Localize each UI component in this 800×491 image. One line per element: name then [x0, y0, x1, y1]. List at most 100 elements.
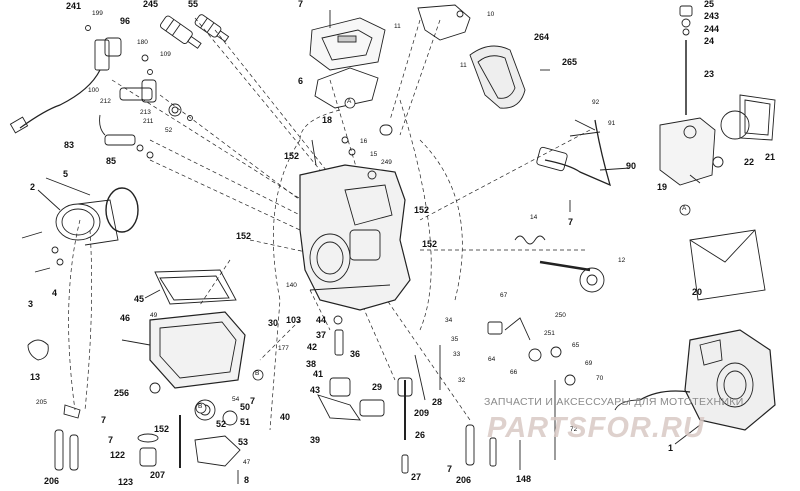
part-label-96: 96	[120, 16, 131, 26]
part-label-55: 55	[188, 0, 199, 9]
part-label-180: 180	[137, 39, 148, 46]
part-label-205: 205	[36, 399, 47, 406]
part-label-250: 250	[555, 312, 566, 319]
part-label-7e: 7	[108, 435, 114, 445]
part-label-44: 44	[316, 315, 327, 325]
part-label-7d: 7	[250, 396, 256, 406]
part-label-66: 66	[510, 369, 518, 376]
part-label-52a: 52	[165, 127, 173, 134]
part-label-103: 103	[286, 315, 302, 325]
part-label-2: 2	[30, 182, 36, 192]
part-label-72: 72	[570, 426, 578, 433]
part-label-30: 30	[268, 318, 279, 328]
watermark-caption: ЗАПЧАСТИ И АКСЕССУАРЫ ДЛЯ МОТОТЕХНИКИ	[484, 396, 744, 408]
part-label-65: 65	[572, 342, 580, 349]
part-label-123: 123	[118, 477, 134, 487]
part-label-67: 67	[500, 292, 508, 299]
part-label-15: 15	[370, 151, 378, 158]
part-label-40: 40	[280, 412, 291, 422]
part-label-7b: 7	[568, 217, 574, 227]
part-label-91: 91	[608, 120, 616, 127]
part-label-70: 70	[596, 375, 604, 382]
part-label-4: 4	[52, 288, 58, 298]
part-label-46: 46	[120, 313, 131, 323]
part-label-206b: 206	[456, 475, 472, 485]
part-label-16: 16	[360, 138, 368, 145]
part-label-39: 39	[310, 435, 321, 445]
part-label-45: 45	[134, 294, 145, 304]
part-label-264: 264	[534, 32, 550, 42]
part-label-22: 22	[744, 157, 755, 167]
part-label-26: 26	[415, 430, 426, 440]
part-label-11a: 11	[394, 23, 401, 30]
part-label-51: 51	[240, 417, 251, 427]
part-label-244: 244	[704, 24, 720, 34]
part-label-1: 1	[668, 443, 674, 453]
part-label-50: 50	[240, 402, 251, 412]
part-label-241: 241	[66, 1, 82, 11]
part-label-209: 209	[414, 408, 430, 418]
part-label-83: 83	[64, 140, 75, 150]
part-label-54: 54	[232, 396, 240, 403]
part-label-14: 14	[530, 214, 538, 221]
part-label-100: 100	[88, 87, 99, 94]
part-label-207: 207	[150, 470, 166, 480]
part-label-24: 24	[704, 36, 715, 46]
part-label-43: 43	[310, 385, 321, 395]
part-label-211: 211	[143, 118, 154, 125]
part-label-251: 251	[544, 330, 555, 337]
part-label-148: 148	[516, 474, 532, 484]
part-label-42: 42	[307, 342, 318, 352]
part-label-28: 28	[432, 397, 443, 407]
part-label-38: 38	[306, 359, 317, 369]
part-label-7f: 7	[447, 464, 453, 474]
part-label-B1: B	[198, 403, 203, 410]
part-label-7c: 7	[101, 415, 107, 425]
part-label-29: 29	[372, 382, 383, 392]
part-label-49: 49	[150, 312, 158, 319]
part-label-90: 90	[626, 161, 637, 171]
part-label-85: 85	[106, 156, 117, 166]
part-label-122: 122	[110, 450, 126, 460]
part-label-19: 19	[657, 182, 668, 192]
part-label-36: 36	[350, 349, 361, 359]
part-label-265: 265	[562, 57, 578, 67]
part-label-6: 6	[298, 76, 304, 86]
part-label-152e: 152	[154, 424, 170, 434]
part-label-256: 256	[114, 388, 130, 398]
part-label-34: 34	[445, 317, 453, 324]
part-label-A1: A	[347, 98, 352, 105]
part-label-10: 10	[487, 11, 495, 18]
part-label-20: 20	[692, 287, 703, 297]
part-label-64: 64	[488, 356, 496, 363]
part-label-3: 3	[28, 299, 34, 309]
part-label-69: 69	[585, 360, 593, 367]
part-label-35: 35	[451, 336, 459, 343]
part-label-206a: 206	[44, 476, 60, 486]
part-label-53: 53	[238, 437, 249, 447]
watermark-logo: PARTSFOR.RU	[487, 412, 705, 444]
part-label-23: 23	[704, 69, 715, 79]
part-label-245: 245	[143, 0, 159, 9]
part-label-212: 212	[100, 98, 111, 105]
part-label-8: 8	[244, 475, 250, 485]
part-label-92: 92	[592, 99, 600, 106]
part-label-7a: 7	[298, 0, 304, 9]
part-label-47: 47	[243, 459, 251, 466]
part-label-243: 243	[704, 11, 720, 21]
part-label-A2: A	[682, 205, 687, 212]
part-label-25: 25	[704, 0, 715, 9]
part-label-12: 12	[618, 257, 626, 264]
part-label-52b: 52	[216, 419, 227, 429]
part-label-249: 249	[381, 159, 392, 166]
part-label-152a: 152	[284, 151, 300, 161]
part-label-B2: B	[255, 370, 260, 377]
part-label-21: 21	[765, 152, 776, 162]
part-label-27: 27	[411, 472, 422, 482]
part-label-152b: 152	[236, 231, 252, 241]
part-label-140: 140	[286, 282, 297, 289]
part-label-18: 18	[322, 115, 333, 125]
part-label-37: 37	[316, 330, 327, 340]
